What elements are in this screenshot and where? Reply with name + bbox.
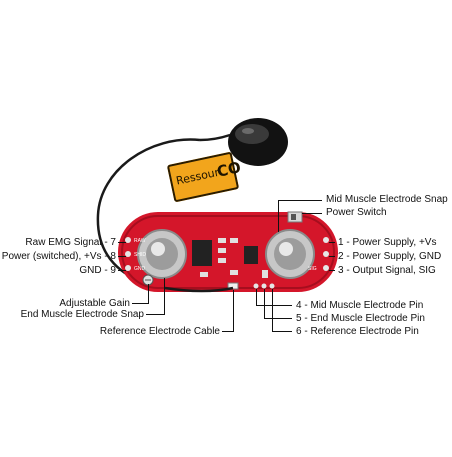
silk-raw: RAW (134, 238, 146, 244)
smd-component (230, 270, 238, 275)
pin-shid (125, 251, 131, 257)
leader-pin6-h (272, 331, 292, 332)
end-muscle-electrode-snap (137, 229, 187, 279)
label-adjustable-gain: Adjustable Gain (59, 298, 130, 309)
label-gnd9: GND - 9 (79, 265, 116, 276)
leader-pin1 (329, 242, 335, 243)
leader-mid-snap-h (278, 200, 322, 201)
label-power-switched: Power (switched), +Vs - 8 (1, 251, 116, 262)
label-power-switch: Power Switch (326, 207, 387, 218)
smd-component (200, 272, 208, 277)
smd-component (230, 238, 238, 243)
amplifier-chip (192, 240, 212, 266)
leader-end-snap-v (164, 278, 165, 315)
label-ref-cable: Reference Electrode Cable (99, 326, 220, 337)
leader-pin6-v (272, 289, 273, 332)
label-end-snap: End Muscle Electrode Snap (20, 309, 144, 320)
reference-electrode (228, 118, 288, 166)
pin-gnd-left (125, 265, 131, 271)
pin-4 (253, 283, 259, 289)
silk-shid: SHID (134, 252, 146, 258)
emg-board: RAW SHID GND SIG (118, 211, 338, 293)
pin-vs (323, 237, 329, 243)
label-pin2: 2 - Power Supply, GND (338, 251, 442, 262)
regulator-chip (244, 246, 258, 264)
leader-ref-cable-v (233, 290, 234, 332)
mid-muscle-electrode-snap (265, 229, 315, 279)
leader-mid-snap-v (278, 200, 279, 232)
label-pin3: 3 - Output Signal, SIG (338, 265, 436, 276)
pin-5 (261, 283, 267, 289)
pin-gnd-right (323, 251, 329, 257)
leader-pin3 (329, 270, 335, 271)
logo-prefix: Ressour (174, 165, 221, 188)
leader-pin4-h (256, 305, 292, 306)
leader-pin5-v (264, 289, 265, 319)
label-mid-snap: Mid Muscle Electrode Snap (326, 194, 448, 205)
power-switch (287, 211, 303, 223)
silk-sig: SIG (308, 266, 317, 272)
reference-cable-lead (199, 133, 231, 142)
leader-end-snap-h (146, 314, 164, 315)
leader-gain-h (132, 303, 148, 304)
leader-gain-v (148, 284, 149, 304)
label-pin4: 4 - Mid Muscle Electrode Pin (296, 300, 424, 311)
label-pin5: 5 - End Muscle Electrode Pin (296, 313, 425, 324)
label-raw-emg: Raw EMG Signal - 7 (25, 237, 116, 248)
leader-gnd9 (118, 270, 126, 271)
smd-component (262, 270, 268, 278)
pin-sig (323, 265, 329, 271)
leader-ref-cable-h (222, 331, 234, 332)
leader-power-switched (118, 256, 126, 257)
label-pin6: 6 - Reference Electrode Pin (296, 326, 419, 337)
pin-6 (269, 283, 275, 289)
leader-pin2 (329, 256, 335, 257)
silk-gnd: GND (134, 266, 146, 272)
label-pin1: 1 - Power Supply, +Vs (338, 237, 437, 248)
leader-power-switch-h (302, 213, 322, 214)
leader-pin4-v (256, 289, 257, 306)
smd-component (218, 258, 226, 263)
leader-raw-emg (118, 242, 126, 243)
smd-component (218, 248, 226, 253)
pin-raw (125, 237, 131, 243)
smd-component (218, 238, 226, 243)
leader-pin5-h (264, 318, 292, 319)
